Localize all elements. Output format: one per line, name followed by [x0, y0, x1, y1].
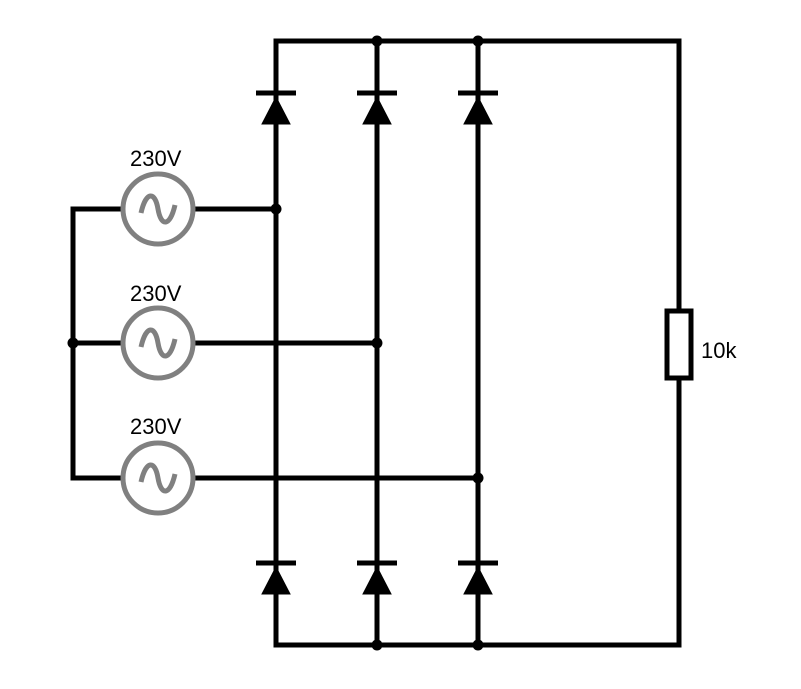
junction-dot [371, 35, 383, 47]
source-1-voltage-label: 230V [130, 146, 182, 171]
sine-wave-icon [138, 327, 178, 359]
diode-upper-1 [256, 90, 296, 125]
ac-source-1 [120, 171, 196, 247]
load-resistance-label: 10k [701, 338, 737, 363]
sine-wave-icon [138, 462, 178, 494]
source-2-voltage-label: 230V [130, 281, 182, 306]
load-resistor [664, 308, 694, 381]
junction-dot [472, 35, 484, 47]
ac-source-2 [120, 305, 196, 381]
junction-dot [270, 203, 282, 215]
junction-dot [67, 337, 79, 349]
junction-dot [472, 472, 484, 484]
diode-upper-3 [458, 90, 498, 125]
junction-dot [371, 639, 383, 651]
sine-wave-icon [138, 193, 178, 225]
junction-dot [472, 639, 484, 651]
source-3-voltage-label: 230V [130, 414, 182, 439]
diode-lower-1 [256, 560, 296, 595]
diode-lower-2 [357, 560, 397, 595]
junction-dot [371, 337, 383, 349]
ac-source-3 [120, 440, 196, 516]
diode-upper-2 [357, 90, 397, 125]
diode-lower-3 [458, 560, 498, 595]
